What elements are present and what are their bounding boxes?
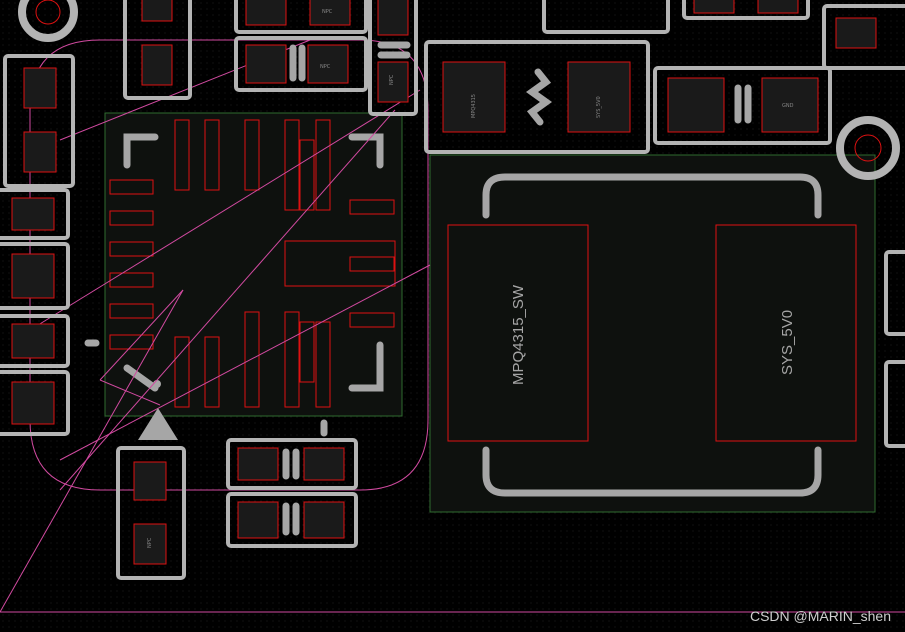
cap-top-3[interactable]: NPC bbox=[234, 36, 368, 92]
ic-pads-right[interactable] bbox=[284, 199, 396, 328]
inductor-pad-5v[interactable] bbox=[715, 224, 857, 442]
keepout-line-7 bbox=[59, 109, 396, 491]
cap-top-2[interactable]: NPC bbox=[234, 0, 368, 34]
cap-right-edge[interactable] bbox=[884, 250, 905, 448]
svg-text:MPQ4315: MPQ4315 bbox=[471, 94, 477, 118]
cap-top-far-right[interactable] bbox=[542, 0, 905, 70]
ic-pin1-dot bbox=[153, 380, 161, 388]
ic-pads-bottom[interactable] bbox=[174, 311, 331, 408]
inductor-pad-sw[interactable] bbox=[447, 224, 589, 442]
inductor-courtyard bbox=[429, 154, 876, 513]
svg-text:GND: GND bbox=[782, 103, 794, 109]
keepout-line-3 bbox=[29, 89, 421, 331]
keepout-line-1 bbox=[0, 289, 184, 613]
ic-silk-pin1-mark bbox=[123, 364, 159, 392]
keepout-line-5 bbox=[99, 289, 184, 381]
svg-text:NPC: NPC bbox=[322, 9, 333, 15]
cap-top-right[interactable]: GND bbox=[653, 66, 832, 145]
cap-left-2[interactable] bbox=[0, 188, 70, 240]
diode-top[interactable]: MPQ4315 SYS_5V0 bbox=[424, 40, 650, 154]
ic-silk-corner-br bbox=[348, 341, 384, 392]
keepout-line-6 bbox=[99, 379, 161, 406]
ic-courtyard bbox=[104, 112, 403, 417]
ic-pads-left[interactable] bbox=[109, 179, 154, 350]
via-right[interactable] bbox=[836, 116, 900, 180]
via-top-left[interactable] bbox=[18, 0, 78, 42]
pin1-triangle bbox=[138, 408, 178, 440]
inductor-silk-top bbox=[482, 173, 822, 219]
watermark: CSDN @MARIN_shen bbox=[749, 608, 891, 624]
inductor-silk-bottom bbox=[482, 446, 822, 497]
ic-silk-corner-tl bbox=[123, 133, 159, 169]
svg-text:NPC: NPC bbox=[147, 537, 153, 548]
cap-top-1[interactable] bbox=[123, 0, 192, 100]
cap-left-4[interactable] bbox=[0, 314, 70, 368]
cap-bottom-1[interactable] bbox=[226, 438, 358, 490]
keepout-line-4 bbox=[59, 264, 431, 461]
cap-left-5[interactable] bbox=[0, 370, 70, 436]
svg-text:NPC: NPC bbox=[320, 64, 331, 70]
cap-left-1[interactable] bbox=[3, 54, 75, 188]
svg-text:SYS_5V0: SYS_5V0 bbox=[596, 96, 602, 118]
svg-text:NPC: NPC bbox=[389, 74, 395, 85]
cap-bottom-2[interactable] bbox=[226, 492, 358, 548]
resistor-bottom-vertical[interactable]: NPC bbox=[116, 446, 186, 580]
refdes-sys-5v0: SYS_5V0 bbox=[779, 310, 796, 375]
refdes-mpq4315-sw: MPQ4315_SW bbox=[510, 284, 527, 385]
ic-silk-corner-tr bbox=[348, 133, 384, 169]
resistor-top-vertical[interactable]: NPC bbox=[368, 0, 418, 116]
cap-left-3[interactable] bbox=[0, 242, 70, 310]
